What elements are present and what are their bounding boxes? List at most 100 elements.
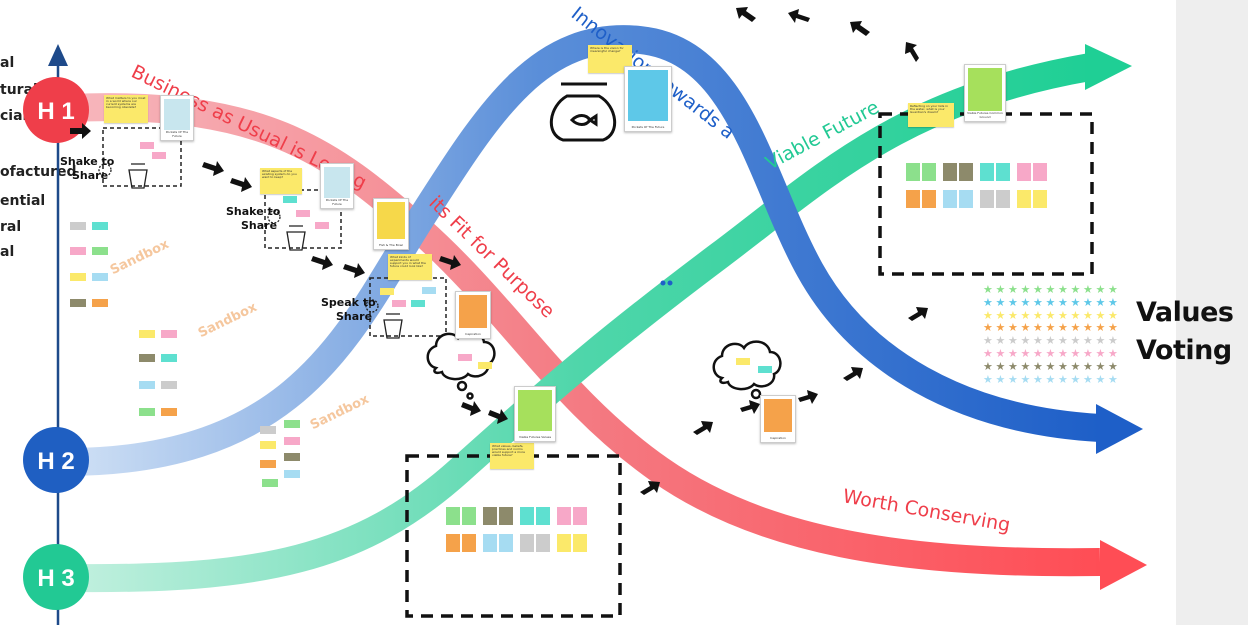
card-inspiration[interactable]: Inspiration: [455, 291, 491, 339]
sticky-note[interactable]: [284, 420, 300, 428]
card-pockets-of-future[interactable]: Pockets Of The Future: [160, 95, 194, 141]
sticky-note[interactable]: [139, 408, 155, 416]
vote-star-icon[interactable]: ★: [1108, 334, 1118, 348]
sticky-note[interactable]: [943, 163, 973, 181]
vote-star-icon[interactable]: ★: [1095, 283, 1106, 296]
sticky-note[interactable]: [980, 190, 1010, 208]
sticky-note[interactable]: [284, 470, 300, 478]
vote-star-icon[interactable]: ★: [983, 359, 993, 373]
vote-star-icon[interactable]: ★: [1008, 295, 1018, 309]
vote-star-icon[interactable]: ★: [1108, 372, 1118, 386]
vote-star-icon[interactable]: ★: [1045, 359, 1056, 373]
sticky-note[interactable]: [458, 354, 472, 361]
vote-star-icon[interactable]: ★: [1045, 308, 1056, 322]
sticky-note[interactable]: [478, 362, 492, 369]
vote-star-icon[interactable]: ★: [1070, 283, 1081, 296]
sticky-note[interactable]: [520, 507, 550, 525]
vote-star-icon[interactable]: ★: [1083, 283, 1093, 296]
sticky-note[interactable]: [161, 381, 177, 389]
sticky-note[interactable]: [980, 163, 1010, 181]
vote-star-icon[interactable]: ★: [1108, 283, 1118, 296]
vote-star-icon[interactable]: ★: [1070, 372, 1081, 386]
vote-star-icon[interactable]: ★: [1008, 347, 1018, 360]
vote-star-icon[interactable]: ★: [995, 308, 1006, 322]
vote-star-icon[interactable]: ★: [1108, 359, 1118, 373]
sticky-note[interactable]: [906, 190, 936, 208]
h1-circle[interactable]: [23, 77, 89, 143]
vote-star-icon[interactable]: ★: [1095, 359, 1106, 373]
vote-star-icon[interactable]: ★: [1020, 372, 1031, 386]
vote-star-icon[interactable]: ★: [983, 347, 993, 360]
h3-circle[interactable]: [23, 544, 89, 610]
sticky-note[interactable]: [392, 300, 406, 307]
sticky-note[interactable]: [758, 366, 772, 373]
sticky-note[interactable]: [284, 453, 300, 461]
sticky-note[interactable]: [283, 196, 297, 203]
vote-star-icon[interactable]: ★: [1070, 295, 1081, 309]
sticky-note[interactable]: [70, 247, 86, 255]
vote-star-icon[interactable]: ★: [1045, 347, 1056, 360]
vote-star-icon[interactable]: ★: [1083, 359, 1093, 373]
vote-star-icon[interactable]: ★: [1033, 334, 1043, 348]
vote-star-icon[interactable]: ★: [1033, 283, 1043, 296]
sticky-note[interactable]: [92, 247, 108, 255]
vote-star-icon[interactable]: ★: [1070, 359, 1081, 373]
sticky-note[interactable]: [260, 460, 276, 468]
sticky-note[interactable]: [411, 300, 425, 307]
vote-star-icon[interactable]: ★: [1020, 295, 1031, 309]
vote-star-icon[interactable]: ★: [1095, 347, 1106, 360]
sticky-note[interactable]: [139, 381, 155, 389]
vote-star-icon[interactable]: ★: [983, 295, 993, 309]
h2-circle[interactable]: [23, 427, 89, 493]
sticky-note[interactable]: [943, 190, 973, 208]
vote-star-icon[interactable]: ★: [1058, 372, 1068, 386]
sticky-note[interactable]: [140, 142, 154, 149]
vote-star-icon[interactable]: ★: [1083, 321, 1093, 335]
vote-star-icon[interactable]: ★: [1045, 283, 1056, 296]
vote-star-icon[interactable]: ★: [1095, 308, 1106, 322]
sticky-note[interactable]: [736, 358, 750, 365]
vote-star-icon[interactable]: ★: [1083, 295, 1093, 309]
prompt-note[interactable]: What values, beliefs, practices and norm…: [490, 443, 534, 469]
vote-star-icon[interactable]: ★: [1008, 308, 1018, 322]
share-cup-icon[interactable]: [98, 163, 403, 339]
card-fish-and-bowl[interactable]: Fish & The Bowl: [373, 198, 409, 250]
vote-star-icon[interactable]: ★: [1070, 334, 1081, 348]
sticky-note[interactable]: [380, 288, 394, 295]
vote-star-icon[interactable]: ★: [1083, 308, 1093, 322]
vote-star-icon[interactable]: ★: [983, 372, 993, 386]
vote-star-icon[interactable]: ★: [1095, 295, 1106, 309]
sticky-note[interactable]: [906, 163, 936, 181]
vote-star-icon[interactable]: ★: [995, 295, 1006, 309]
vote-star-icon[interactable]: ★: [1045, 295, 1056, 309]
sticky-note[interactable]: [92, 222, 108, 230]
vote-star-icon[interactable]: ★: [1045, 334, 1056, 348]
prompt-note[interactable]: What matters to you most in a world wher…: [104, 95, 148, 123]
vote-star-icon[interactable]: ★: [1033, 295, 1043, 309]
sticky-note[interactable]: [284, 437, 300, 445]
vote-star-icon[interactable]: ★: [1058, 334, 1068, 348]
sticky-note[interactable]: [557, 507, 587, 525]
vote-star-icon[interactable]: ★: [1033, 372, 1043, 386]
sticky-note[interactable]: [139, 354, 155, 362]
vote-star-icon[interactable]: ★: [1058, 347, 1068, 360]
sticky-note[interactable]: [152, 152, 166, 159]
sticky-note[interactable]: [520, 534, 550, 552]
vote-star-icon[interactable]: ★: [1020, 334, 1031, 348]
card-viable-futures-values[interactable]: Viable Futures Values: [514, 386, 556, 442]
vote-star-icon[interactable]: ★: [1058, 308, 1068, 322]
vote-star-icon[interactable]: ★: [1033, 347, 1043, 360]
sticky-note[interactable]: [70, 222, 86, 230]
sticky-note[interactable]: [557, 534, 587, 552]
vote-star-icon[interactable]: ★: [995, 359, 1006, 373]
vote-star-icon[interactable]: ★: [1058, 295, 1068, 309]
vote-star-icon[interactable]: ★: [1108, 321, 1118, 335]
sticky-note[interactable]: [446, 507, 476, 525]
sticky-note[interactable]: [262, 479, 278, 487]
vote-star-icon[interactable]: ★: [995, 347, 1006, 360]
vote-star-icon[interactable]: ★: [1008, 321, 1018, 335]
prompt-note[interactable]: What aspects of the existing system do y…: [260, 168, 302, 194]
card-viable-futures-common-ground[interactable]: Viable Futures Common Ground: [964, 64, 1006, 122]
vote-star-icon[interactable]: ★: [1070, 321, 1081, 335]
vote-star-icon[interactable]: ★: [1058, 283, 1068, 296]
